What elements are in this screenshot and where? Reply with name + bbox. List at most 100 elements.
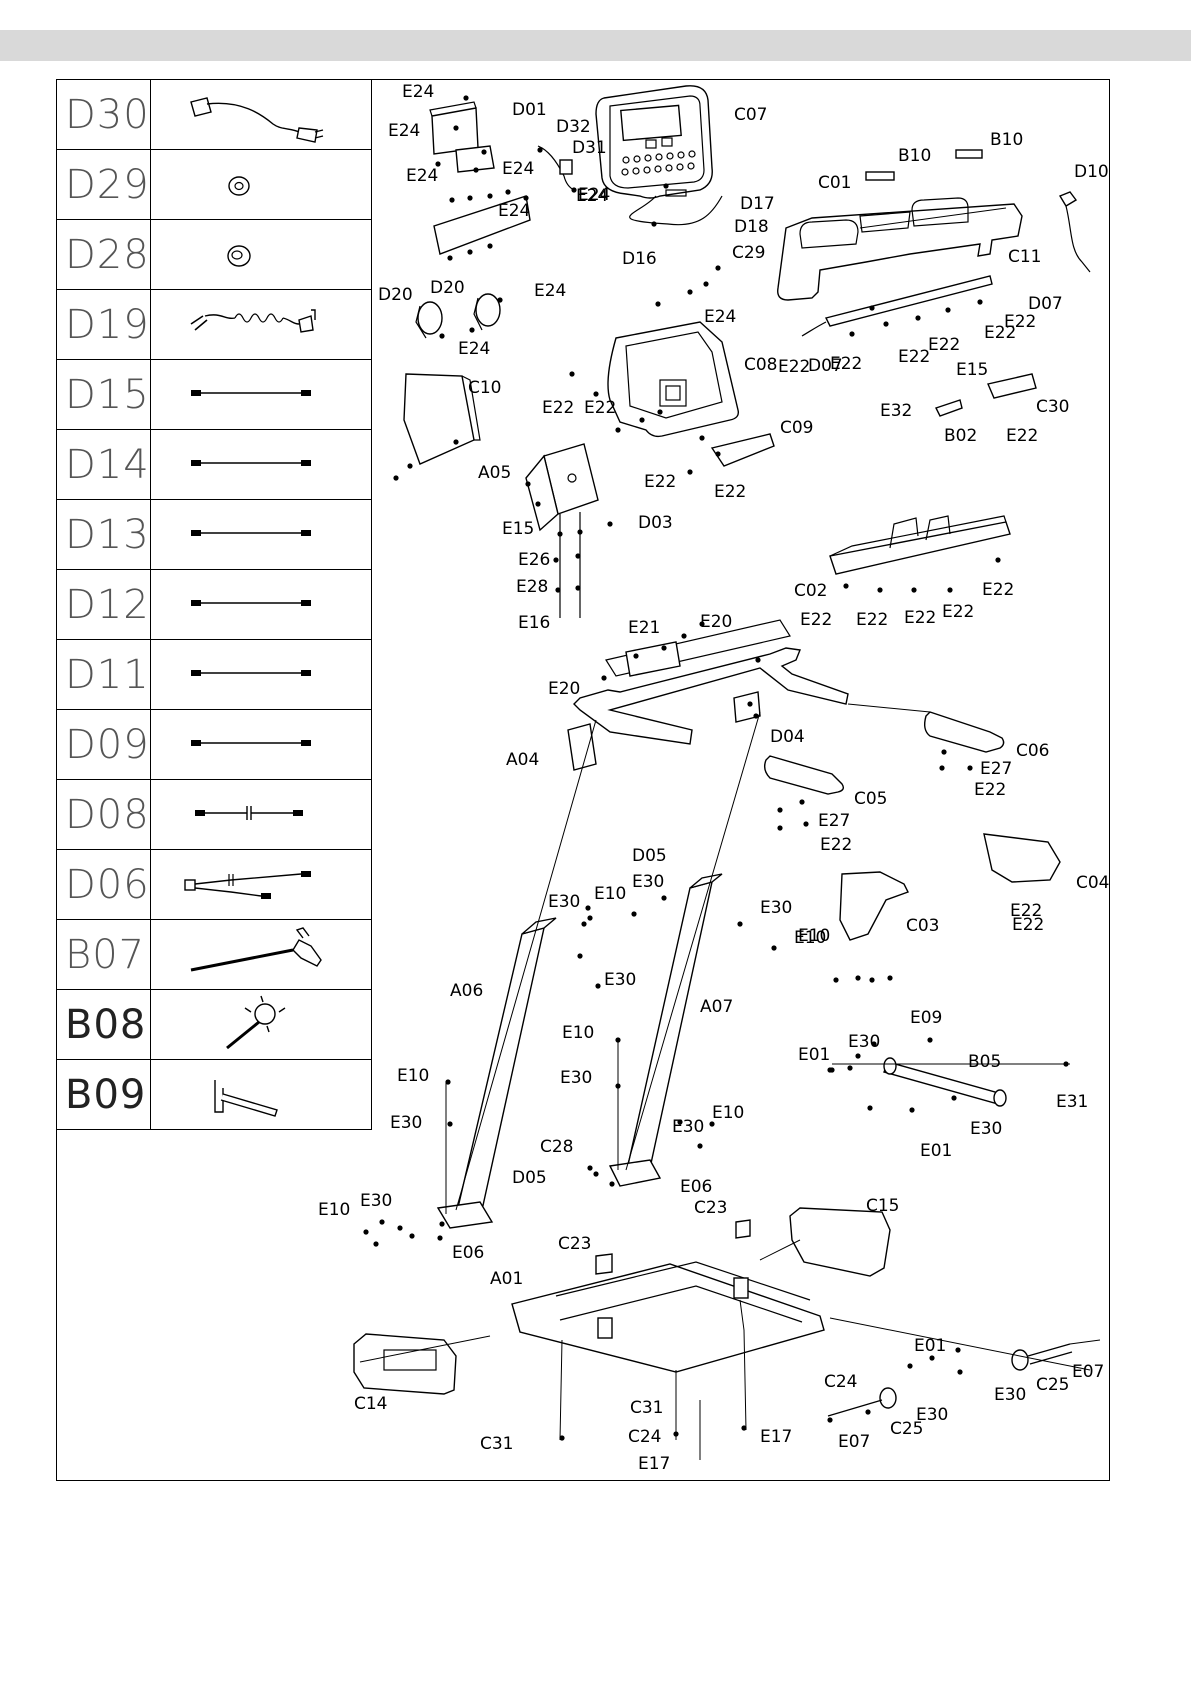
- parts-row: D12: [56, 569, 372, 640]
- part-label: E22: [1004, 312, 1036, 332]
- coiled-audio-cable-icon: [149, 289, 372, 360]
- screw-dot: [409, 1233, 415, 1239]
- screw-dot: [453, 439, 459, 445]
- console-button: [654, 165, 662, 173]
- screw-dot: [843, 583, 849, 589]
- part-label: C23: [558, 1234, 592, 1254]
- screw-dot: [957, 1369, 963, 1375]
- part-label: C25: [1036, 1375, 1070, 1395]
- screw-dot: [681, 633, 687, 639]
- screw-dot: [447, 1121, 453, 1127]
- part-label: D05: [632, 846, 667, 866]
- screw-dot: [505, 189, 511, 195]
- part-c01-hood: [777, 149, 1091, 301]
- screw-dot: [587, 1165, 593, 1171]
- part-label: D17: [740, 194, 775, 214]
- screw-dot: [463, 95, 469, 101]
- part-label: E30: [604, 970, 636, 990]
- part-label: E24: [534, 281, 566, 301]
- part-c14-front-cover: [353, 1333, 457, 1395]
- part-label: C14: [354, 1394, 388, 1414]
- screw-dot: [553, 557, 559, 563]
- part-label: C05: [854, 789, 888, 809]
- screw-dot: [673, 1431, 679, 1437]
- part-label: E22: [830, 354, 862, 374]
- part-a01-base-frame: [511, 1219, 825, 1373]
- console-button: [676, 163, 684, 171]
- part-label: C31: [480, 1434, 514, 1454]
- screw-dot: [737, 921, 743, 927]
- part-label: E06: [452, 1243, 484, 1263]
- console-button: [632, 167, 640, 175]
- part-label: E27: [818, 811, 850, 831]
- part-label: C11: [1008, 247, 1042, 267]
- part-label: B10: [898, 146, 931, 166]
- part-label: D07: [808, 356, 843, 376]
- screw-dot: [867, 1105, 873, 1111]
- screw-dot: [555, 587, 561, 593]
- part-label: C03: [906, 916, 940, 936]
- parts-row: B07: [56, 919, 372, 990]
- screw-dot: [883, 321, 889, 327]
- part-label: E10: [794, 928, 826, 948]
- part-label: E10: [318, 1200, 350, 1220]
- screw-dot: [941, 749, 947, 755]
- part-upper-frame: [567, 619, 849, 771]
- part-label: E27: [980, 759, 1012, 779]
- part-label: E30: [548, 892, 580, 912]
- part-c02-tray: [829, 515, 1011, 575]
- screw-dot: [615, 1083, 621, 1089]
- part-label: E30: [994, 1385, 1026, 1405]
- screw-dot: [869, 305, 875, 311]
- part-label: E22: [584, 398, 616, 418]
- screw-dot: [687, 289, 693, 295]
- part-label: E17: [638, 1454, 670, 1474]
- screw-dot: [945, 307, 951, 313]
- part-label: E07: [1072, 1362, 1104, 1382]
- part-label: B02: [944, 426, 977, 446]
- cable-icon: [149, 359, 372, 430]
- parts-row: D19: [56, 289, 372, 360]
- part-label: E22: [820, 835, 852, 855]
- parts-row: B09: [56, 1059, 372, 1130]
- part-label: D01: [512, 100, 547, 120]
- part-label: B05: [968, 1052, 1001, 1072]
- screw-dot: [525, 481, 531, 487]
- part-label: E22: [542, 398, 574, 418]
- part-label: C08: [744, 355, 778, 375]
- screw-dot: [439, 333, 445, 339]
- screw-dot: [631, 911, 637, 917]
- part-label: E30: [560, 1068, 592, 1088]
- screw-dot: [697, 1143, 703, 1149]
- screw-dot: [865, 1409, 871, 1415]
- screw-dot: [803, 821, 809, 827]
- part-label: C04: [1076, 873, 1110, 893]
- top-gray-band: [0, 30, 1191, 61]
- part-label: C02: [794, 581, 828, 601]
- part-label: A05: [478, 463, 511, 483]
- screw-dot: [571, 187, 577, 193]
- parts-row: D15: [56, 359, 372, 430]
- ring-washer-icon: [149, 149, 372, 220]
- part-label: C30: [1036, 397, 1070, 417]
- part-label: E15: [956, 360, 988, 380]
- screw-dot: [915, 315, 921, 321]
- part-label: E28: [516, 577, 548, 597]
- part-label: D04: [770, 727, 805, 747]
- part-label: C29: [732, 243, 766, 263]
- part-d31-d32-cable: [537, 145, 575, 191]
- cable-icon: [149, 569, 372, 640]
- cable-icon: [149, 639, 372, 710]
- parts-row: D09: [56, 709, 372, 780]
- screw-dot: [487, 193, 493, 199]
- part-c09-cover: [710, 433, 775, 467]
- part-d01-bracket: [429, 101, 531, 255]
- screw-dot: [577, 953, 583, 959]
- screw-dot: [577, 529, 583, 535]
- screw-dot: [651, 221, 657, 227]
- part-label: C06: [1016, 741, 1050, 761]
- part-label: C23: [694, 1198, 728, 1218]
- part-label: E22: [974, 780, 1006, 800]
- screw-dot: [615, 1037, 621, 1043]
- part-label: E30: [632, 872, 664, 892]
